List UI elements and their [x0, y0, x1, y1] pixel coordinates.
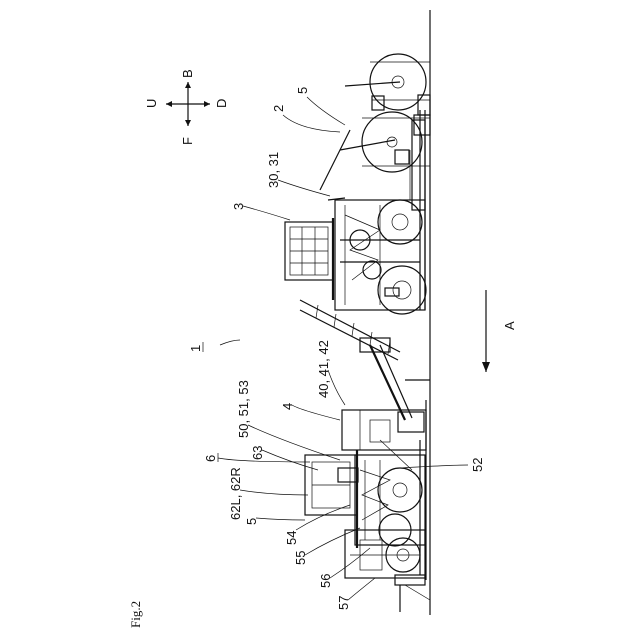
drum-30-31 — [328, 198, 426, 314]
dir-down-label: D — [214, 99, 229, 108]
label-6: 6 — [203, 455, 218, 462]
dir-back-label: B — [180, 69, 195, 78]
cab-3 — [285, 218, 333, 300]
figure-caption: Fig.2 — [128, 601, 143, 628]
label-52: 52 — [470, 458, 485, 472]
label-4: 4 — [280, 403, 295, 410]
conveyor-40 — [360, 338, 430, 420]
reel-unit-2 — [320, 112, 430, 190]
label-54: 54 — [284, 531, 299, 545]
upper-frame — [410, 110, 425, 310]
direction-indicator: U B F D — [144, 69, 229, 145]
reference-labels: 5 2 30, 31 3 1 40, 41, 42 4 50, 51, 53 6… — [188, 87, 485, 610]
label-55: 55 — [293, 551, 308, 565]
label-50-51-53: 50, 51, 53 — [236, 380, 251, 438]
label-1: 1 — [188, 345, 203, 352]
label-63: 63 — [250, 446, 265, 460]
label-5: 5 — [244, 518, 259, 525]
reel-unit-20 — [345, 54, 430, 115]
label-2: 2 — [271, 105, 286, 112]
ladder — [300, 300, 400, 360]
dir-up-label: U — [144, 99, 159, 108]
label-56: 56 — [318, 574, 333, 588]
label-30-31: 30, 31 — [266, 152, 281, 188]
label-62l-62r: 62L, 62R — [228, 467, 243, 520]
label-57: 57 — [336, 596, 351, 610]
travel-arrow-a: A — [482, 290, 517, 372]
label-20: 5 — [295, 87, 310, 94]
arrow-a-label: A — [502, 321, 517, 330]
label-40-41-42: 40, 41, 42 — [316, 340, 331, 398]
section-5 — [305, 450, 425, 548]
label-3: 3 — [231, 203, 246, 210]
dir-front-label: F — [180, 137, 195, 145]
